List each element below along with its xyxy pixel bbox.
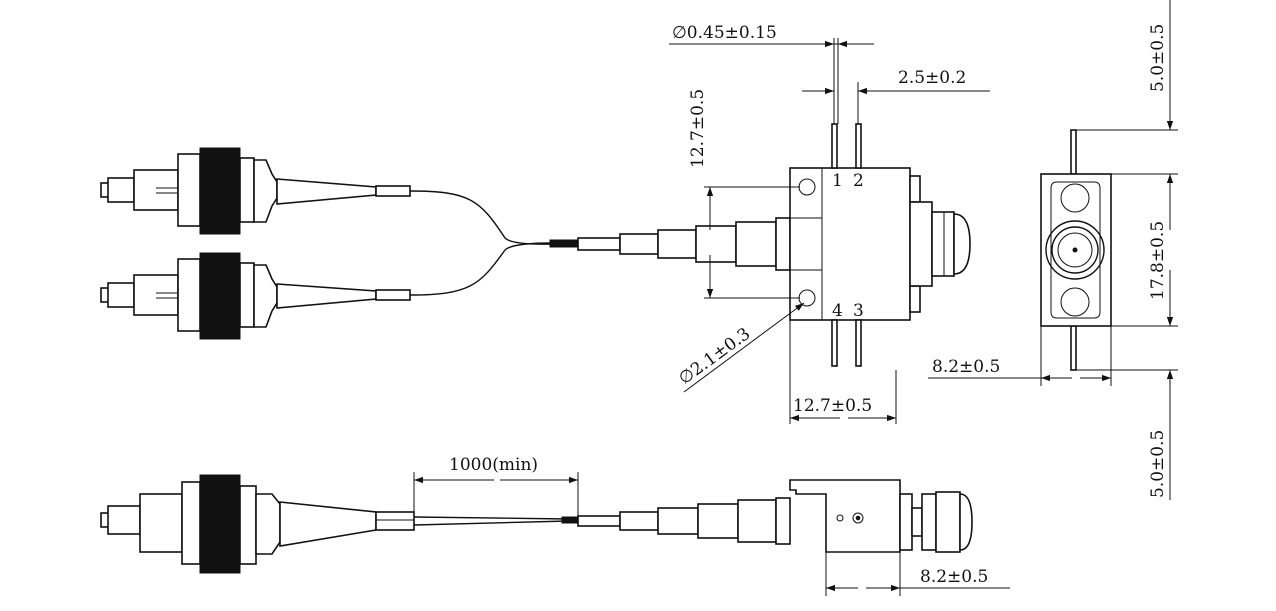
label-bottom-depth: 8.2±0.5	[920, 567, 988, 587]
label-pin-pitch: 2.5±0.2	[898, 68, 966, 88]
fiber-connector-bottom	[100, 252, 411, 340]
dim-pin-pitch	[802, 82, 990, 124]
dim-fiber-length	[413, 472, 579, 516]
pin-label-3: 3	[853, 301, 864, 321]
label-body-width: 12.7±0.5	[793, 396, 872, 416]
label-pin-length-top: 5.0±0.5	[1148, 24, 1168, 92]
dim-pin-length-bottom	[1076, 369, 1178, 500]
dim-wire-diameter	[669, 38, 874, 124]
label-side-height: 17.8±0.5	[1148, 221, 1168, 300]
pin-label-2: 2	[853, 171, 864, 191]
dim-pin-length-top	[1076, 0, 1178, 175]
assembly-bottom-view	[100, 474, 973, 574]
dim-side-height	[1111, 174, 1178, 327]
dim-bottom-depth	[825, 552, 1010, 596]
dim-side-depth	[928, 326, 1112, 386]
dim-body-width	[789, 320, 897, 424]
label-side-depth: 8.2±0.5	[932, 357, 1000, 377]
label-wire-diameter: ∅0.45±0.15	[672, 23, 777, 43]
pin-label-1: 1	[832, 171, 843, 191]
fiber-splice	[409, 190, 579, 296]
label-fiber-length: 1000(min)	[449, 455, 538, 475]
device-side-view	[1040, 129, 1112, 371]
fiber-connector-top	[100, 147, 411, 235]
label-hole-diameter: ∅2.1±0.3	[675, 324, 754, 389]
device-top-view	[577, 123, 971, 367]
label-pin-length-bottom: 5.0±0.5	[1148, 430, 1168, 498]
label-hole-spacing: 12.7±0.5	[688, 89, 708, 168]
dim-hole-diameter	[683, 302, 805, 393]
dim-hole-spacing	[704, 186, 800, 299]
pin-label-4: 4	[832, 301, 843, 321]
